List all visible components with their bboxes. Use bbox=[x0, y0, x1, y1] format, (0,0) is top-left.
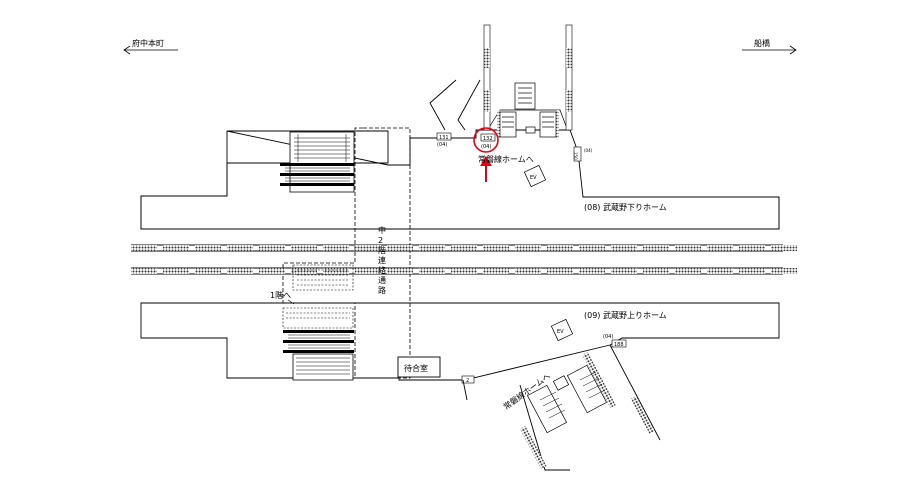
platform-up-outline bbox=[140, 302, 780, 381]
lower-escalators bbox=[526, 364, 608, 434]
pillar-132-label: 132 bbox=[483, 136, 493, 142]
track-sleeper bbox=[739, 268, 765, 274]
elevator-upper: EV bbox=[523, 164, 547, 188]
track-sleeper bbox=[419, 245, 445, 251]
pillar-2-label: 2 bbox=[466, 378, 469, 384]
pillar-150-sub: (04) bbox=[584, 148, 593, 153]
pillar-131-label: 131 bbox=[439, 135, 449, 141]
track-sleeper bbox=[323, 245, 349, 251]
corridor-stairs-dashed bbox=[282, 264, 354, 329]
track-sleeper bbox=[579, 245, 605, 251]
pillar-132-sub: (04) bbox=[481, 144, 491, 150]
upper-joban-connection bbox=[429, 79, 481, 131]
track-sleeper bbox=[195, 245, 221, 251]
track-sleeper bbox=[419, 268, 445, 274]
track-sleeper bbox=[195, 268, 221, 274]
track-lower bbox=[131, 267, 797, 275]
current-location-arrow bbox=[480, 156, 492, 182]
track-sleeper bbox=[643, 245, 669, 251]
platform-down-label: (08) 武蔵野下りホーム bbox=[584, 202, 667, 212]
track-sleeper bbox=[323, 268, 349, 274]
track-sleeper bbox=[131, 245, 157, 251]
upper-escalators bbox=[489, 82, 567, 138]
track-sleeper bbox=[451, 268, 477, 274]
lower-escalator-steps bbox=[539, 371, 606, 419]
pillar-188-sub: (04) bbox=[603, 334, 613, 340]
track-sleeper bbox=[643, 268, 669, 274]
track-sleeper bbox=[547, 268, 573, 274]
track-sleeper bbox=[131, 268, 157, 274]
pillar-150-label: 150 bbox=[573, 152, 578, 160]
track-sleeper bbox=[355, 268, 381, 274]
track-sleeper bbox=[739, 245, 765, 251]
waiting-room-box bbox=[397, 356, 441, 378]
track-sleeper bbox=[515, 245, 541, 251]
track-sleeper bbox=[611, 245, 637, 251]
elevator-upper-label: EV bbox=[530, 175, 537, 181]
track-sleeper bbox=[675, 268, 701, 274]
lower-railings bbox=[520, 352, 656, 469]
joban-upper-label: 常磐線ホームへ bbox=[478, 154, 534, 164]
upper-stairs bbox=[280, 131, 355, 193]
direction-left: 府中本町 bbox=[123, 38, 178, 55]
direction-left-label: 府中本町 bbox=[132, 38, 164, 48]
track-sleeper bbox=[227, 245, 253, 251]
pillar-150: 150 (04) bbox=[573, 146, 593, 162]
pillar-2: 2 bbox=[461, 375, 475, 384]
track-sleeper bbox=[611, 268, 637, 274]
track-sleeper bbox=[355, 245, 381, 251]
track-sleeper bbox=[771, 245, 797, 251]
track-sleeper bbox=[707, 245, 733, 251]
upper-esc-rail-right bbox=[556, 110, 559, 138]
direction-right-label: 船橋 bbox=[754, 38, 770, 48]
pillar-131-sub: (04) bbox=[437, 142, 447, 148]
track-sleeper bbox=[259, 268, 285, 274]
pillar-131: 131 (04) bbox=[436, 132, 452, 148]
track-sleeper bbox=[387, 245, 413, 251]
track-sleeper bbox=[163, 268, 189, 274]
pillar-188: 188 (04) bbox=[603, 334, 627, 348]
track-upper bbox=[131, 244, 797, 252]
track-sleeper bbox=[547, 245, 573, 251]
track-sleeper bbox=[163, 245, 189, 251]
direction-right: 船橋 bbox=[742, 38, 797, 55]
track-sleeper bbox=[387, 268, 413, 274]
upper-railings bbox=[483, 24, 573, 131]
track-sleeper bbox=[483, 268, 509, 274]
track-sleeper bbox=[291, 268, 317, 274]
elevator-lower: EV bbox=[550, 318, 574, 342]
platform-up-label: (09) 武蔵野上りホーム bbox=[584, 310, 667, 320]
track-sleeper bbox=[675, 245, 701, 251]
track-sleeper bbox=[227, 268, 253, 274]
track-sleeper bbox=[259, 245, 285, 251]
track-sleeper bbox=[707, 268, 733, 274]
track-sleeper bbox=[771, 268, 797, 274]
upper-esc-rail-left bbox=[497, 110, 500, 138]
track-sleeper bbox=[483, 245, 509, 251]
pillar-188-label: 188 bbox=[614, 342, 624, 348]
track-sleeper bbox=[451, 245, 477, 251]
current-location-marker bbox=[473, 127, 499, 153]
waiting-room-label: 待合室 bbox=[404, 363, 428, 373]
track-sleeper bbox=[579, 268, 605, 274]
platform-down-outline bbox=[140, 129, 780, 230]
pillar-132: 132 (04) bbox=[480, 133, 496, 150]
first-floor-label: 1階へ bbox=[270, 290, 291, 300]
track-sleeper bbox=[291, 245, 317, 251]
lower-joban-connection bbox=[462, 344, 661, 471]
platform-down-edges bbox=[140, 131, 780, 230]
track-sleeper bbox=[515, 268, 541, 274]
lower-stairs bbox=[283, 330, 354, 381]
elevator-lower-label: EV bbox=[557, 329, 564, 335]
